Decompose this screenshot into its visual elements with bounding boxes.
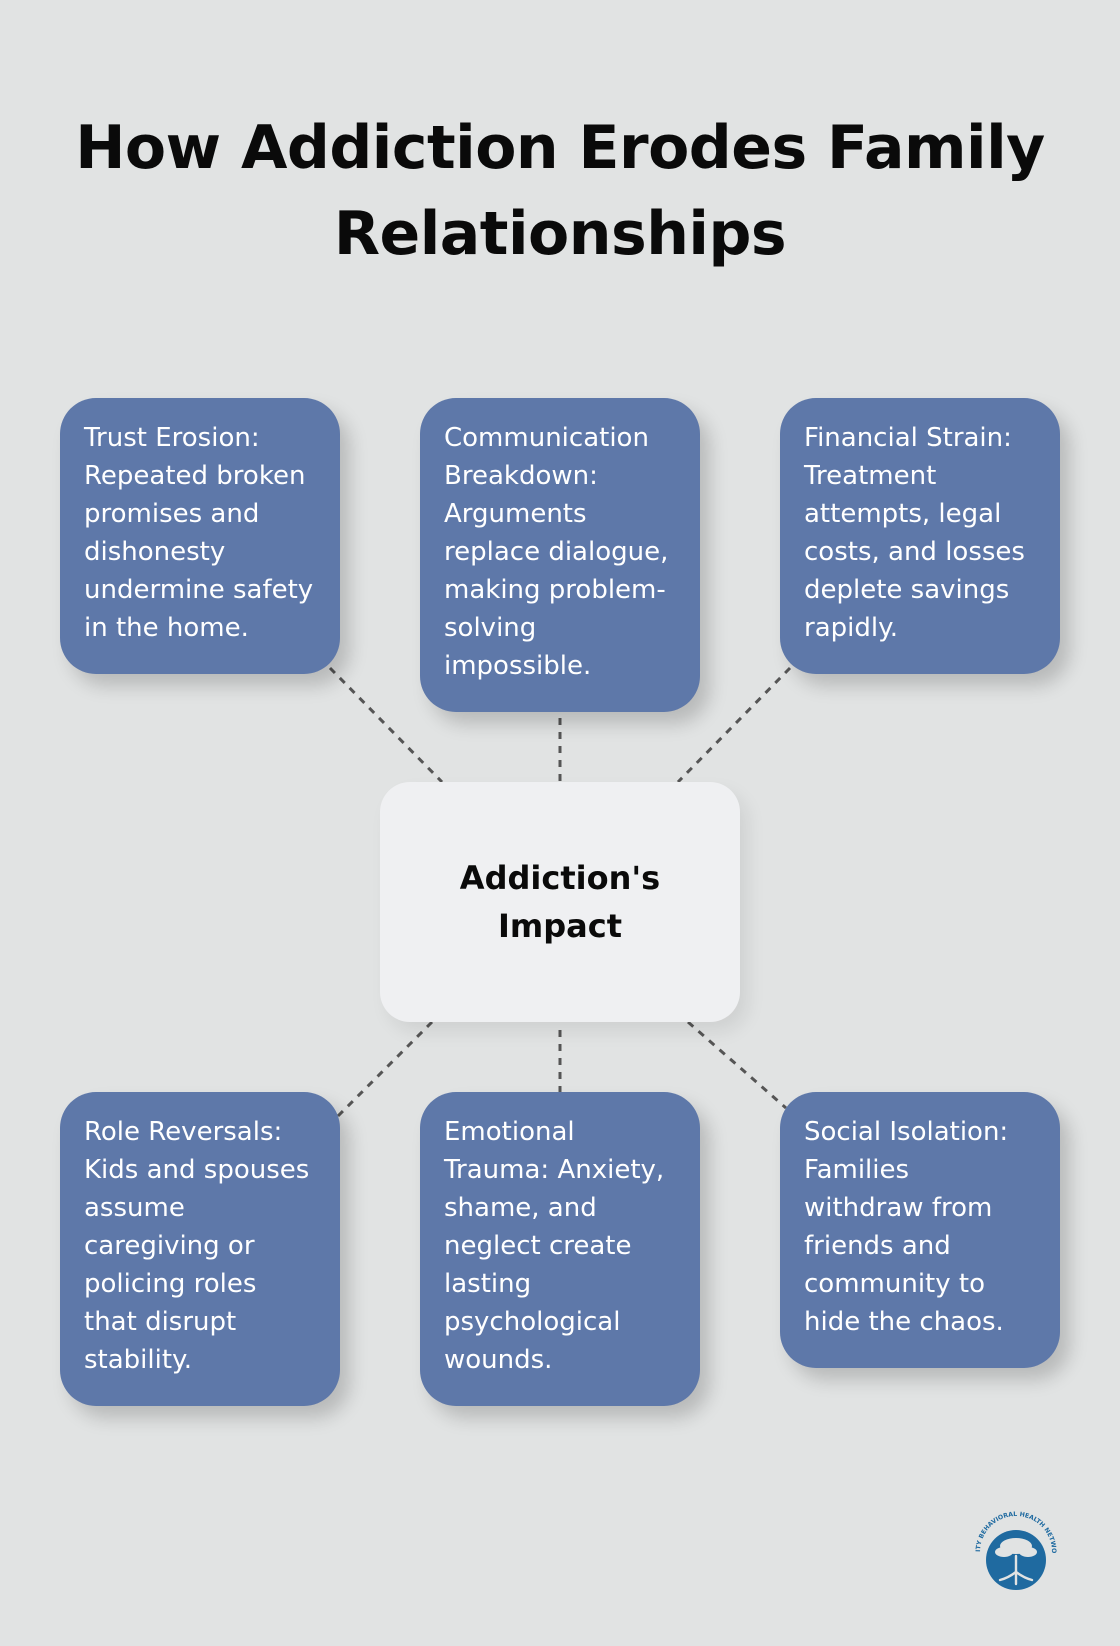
node-financial-strain: Financial Strain: Treatment attempts, le… — [780, 398, 1060, 674]
tree-icon: AMITY BEHAVIORAL HEALTH NETWORK — [968, 1500, 1057, 1590]
node-communication-breakdown: Communication Breakdown: Arguments repla… — [420, 398, 700, 712]
node-text: Trust Erosion: Repeated broken promises … — [84, 423, 314, 643]
node-text: Role Reversals: Kids and spouses assume … — [84, 1117, 310, 1375]
connector-line-6 — [687, 1020, 787, 1110]
node-social-isolation: Social Isolation: Families withdraw from… — [780, 1092, 1060, 1368]
node-text: Emotional Trauma: Anxiety, shame, and ne… — [444, 1117, 665, 1375]
node-text: Communication Breakdown: Arguments repla… — [444, 423, 669, 681]
node-text: Social Isolation: Families withdraw from… — [804, 1117, 1009, 1337]
connector-line-4 — [336, 1020, 434, 1118]
center-label: Addiction's Impact — [459, 859, 661, 945]
node-emotional-trauma: Emotional Trauma: Anxiety, shame, and ne… — [420, 1092, 700, 1406]
node-text: Financial Strain: Treatment attempts, le… — [804, 423, 1025, 643]
node-trust-erosion: Trust Erosion: Repeated broken promises … — [60, 398, 340, 674]
center-node: Addiction's Impact — [380, 782, 740, 1022]
node-role-reversals: Role Reversals: Kids and spouses assume … — [60, 1092, 340, 1406]
diagram-title: How Addiction Erodes Family Relationship… — [75, 113, 1045, 269]
